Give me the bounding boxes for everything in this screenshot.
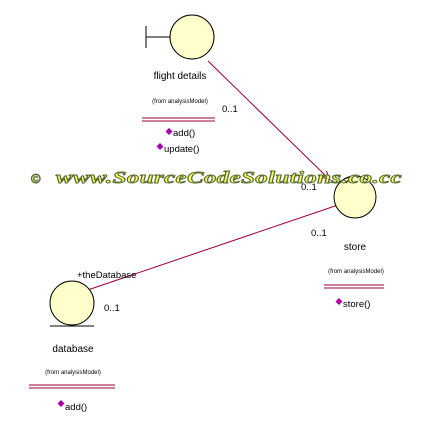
operation-icon xyxy=(57,400,65,407)
operation-label: update() xyxy=(164,144,199,155)
operation-item[interactable]: store() xyxy=(335,298,371,310)
class-flight-details[interactable]: flight details (from analysisModel) add(… xyxy=(142,14,215,155)
class-origin: (from analysisModel) xyxy=(152,99,208,105)
target-multiplicity: 0..1 xyxy=(104,303,120,314)
class-origin: (from analysisModel) xyxy=(45,370,101,376)
association-store-database[interactable]: 0..1 0..1 +theDatabase xyxy=(70,204,339,314)
class-origin: (from analysisModel) xyxy=(328,269,384,275)
entity-icon xyxy=(49,280,95,327)
operation-item[interactable]: add() xyxy=(57,400,88,413)
operation-label: add() xyxy=(65,402,87,413)
source-multiplicity: 0..1 xyxy=(311,228,327,239)
target-multiplicity: 0..1 xyxy=(301,182,317,193)
association-line[interactable] xyxy=(207,60,330,180)
association-line[interactable] xyxy=(70,204,339,296)
watermark-text: www.SourceCodeSolutions.co.cc xyxy=(56,168,402,187)
operation-item[interactable]: add() xyxy=(165,128,196,139)
watermark: © www.SourceCodeSolutions.co.cc xyxy=(31,168,403,188)
copyright-symbol: © xyxy=(31,171,41,186)
association-flight-store[interactable]: 0..1 0..1 xyxy=(207,60,330,193)
operation-icon xyxy=(335,298,343,305)
operation-label: store() xyxy=(343,299,370,310)
operation-icon xyxy=(156,143,164,150)
role-name: +theDatabase xyxy=(77,270,136,281)
operation-label: add() xyxy=(173,128,195,139)
control-icon xyxy=(333,175,377,219)
class-name: database xyxy=(52,344,94,355)
source-multiplicity: 0..1 xyxy=(222,104,238,115)
class-name: store xyxy=(344,242,367,253)
operation-item[interactable]: update() xyxy=(156,143,200,155)
boundary-icon xyxy=(145,14,215,60)
class-database[interactable]: database (from analysisModel) add() xyxy=(29,280,115,413)
class-name: flight details xyxy=(154,71,207,82)
class-store[interactable]: store (from analysisModel) store() xyxy=(324,175,384,310)
operation-icon xyxy=(165,128,173,135)
